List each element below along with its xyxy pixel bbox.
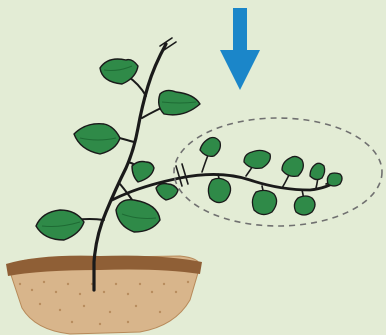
leaf bbox=[252, 190, 276, 214]
leaf bbox=[208, 178, 230, 202]
leaf bbox=[327, 173, 342, 186]
leaf bbox=[294, 196, 315, 215]
